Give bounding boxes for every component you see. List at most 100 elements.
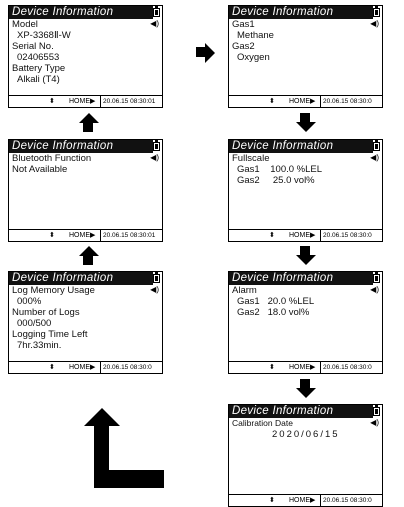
- battery-icon: [153, 140, 160, 151]
- updown-icon: ⬍: [49, 98, 55, 105]
- updown-icon: ⬍: [269, 364, 275, 371]
- screen-body: Model XP-3368Ⅱ-W Serial No. 02406553 Bat…: [12, 19, 148, 94]
- divider: [320, 230, 321, 241]
- value-gas2: Oxygen: [237, 52, 270, 63]
- battery-icon: [373, 405, 380, 416]
- screen-body: Log Memory Usage 000% Number of Logs 000…: [12, 285, 148, 360]
- divider: [100, 96, 101, 107]
- updown-icon: ⬍: [49, 364, 55, 371]
- speaker-icon: ◀): [370, 19, 379, 28]
- screen-title: Device Information: [229, 405, 373, 418]
- datetime: 20.06.15 08:30:01: [103, 232, 156, 239]
- updown-icon: ⬍: [49, 232, 55, 239]
- label-serial: Serial No.: [12, 41, 54, 52]
- label-gas1: Gas1: [232, 19, 255, 30]
- screen-body: Bluetooth Function Not Available: [12, 153, 148, 228]
- status-bar: ◀): [370, 140, 382, 241]
- screen-gas-types: Device Information ◀) Gas1 Methane Gas2 …: [228, 5, 383, 108]
- battery-icon: [373, 140, 380, 151]
- home-softkey[interactable]: HOME▶: [289, 98, 316, 105]
- battery-icon: [373, 272, 380, 283]
- screen-calibration-date: Device Information ◀) Calibration Date 2…: [228, 404, 383, 507]
- status-bar: ◀): [370, 272, 382, 373]
- divider: [320, 362, 321, 373]
- value-battery: Alkali (T4): [17, 74, 60, 85]
- screen-log-memory: Device Information ◀) Log Memory Usage 0…: [8, 271, 163, 374]
- label-battery: Battery Type: [12, 63, 66, 74]
- value-calibration-date: 2020/06/15: [272, 429, 340, 440]
- screen-footer: ⬍ HOME▶ 20.06.15 08:30:0: [229, 229, 382, 241]
- speaker-icon: ◀): [150, 19, 159, 28]
- home-softkey[interactable]: HOME▶: [289, 364, 316, 371]
- arrow-right-icon: [196, 43, 216, 63]
- status-bar: ◀): [150, 272, 162, 373]
- screen-model: Device Information ◀) Model XP-3368Ⅱ-W S…: [8, 5, 163, 108]
- status-bar: ◀): [370, 6, 382, 107]
- status-bar: ◀): [150, 6, 162, 107]
- screen-bluetooth: Device Information ◀) Bluetooth Function…: [8, 139, 163, 242]
- screen-title: Device Information: [9, 272, 153, 285]
- screen-alarm: Device Information ◀) Alarm Gas1 20.0 %L…: [228, 271, 383, 374]
- home-softkey[interactable]: HOME▶: [69, 364, 96, 371]
- speaker-icon: ◀): [150, 153, 159, 162]
- updown-icon: ⬍: [269, 232, 275, 239]
- value-serial: 02406553: [17, 52, 60, 63]
- datetime: 20.06.15 08:30:0: [323, 232, 372, 239]
- value-bluetooth: Not Available: [12, 164, 68, 175]
- screen-footer: ⬍ HOME▶ 20.06.15 08:30:01: [9, 229, 162, 241]
- datetime: 20.06.15 08:30:0: [323, 364, 372, 371]
- value-alarm-gas2: Gas2 18.0 vol%: [237, 307, 310, 318]
- status-bar: ◀): [150, 140, 162, 241]
- arrow-down-icon: [296, 246, 316, 266]
- value-log-memory: 000%: [17, 296, 42, 307]
- label-fullscale: Fullscale: [232, 153, 270, 164]
- status-bar: ◀): [370, 405, 382, 506]
- value-fullscale-gas2: Gas2 25.0 vol%: [237, 175, 315, 186]
- datetime: 20.06.15 08:30:0: [323, 497, 372, 504]
- screen-body: Gas1 Methane Gas2 Oxygen: [232, 19, 368, 94]
- label-number-of-logs: Number of Logs: [12, 307, 80, 318]
- label-model: Model: [12, 19, 38, 30]
- speaker-icon: ◀): [370, 418, 379, 427]
- screen-footer: ⬍ HOME▶ 20.06.15 08:30:0: [9, 361, 162, 373]
- label-bluetooth: Bluetooth Function: [12, 153, 92, 164]
- updown-icon: ⬍: [269, 98, 275, 105]
- divider: [100, 362, 101, 373]
- value-alarm-gas1: Gas1 20.0 %LEL: [237, 296, 315, 307]
- screen-title: Device Information: [229, 272, 373, 285]
- screen-title: Device Information: [9, 6, 153, 19]
- screen-title: Device Information: [229, 140, 373, 153]
- arrow-up-icon: [79, 246, 99, 266]
- label-log-memory: Log Memory Usage: [12, 285, 95, 296]
- speaker-icon: ◀): [150, 285, 159, 294]
- home-softkey[interactable]: HOME▶: [289, 497, 316, 504]
- label-alarm: Alarm: [232, 285, 257, 296]
- screen-footer: ⬍ HOME▶ 20.06.15 08:30:0: [229, 494, 382, 506]
- screen-title: Device Information: [9, 140, 153, 153]
- screen-footer: ⬍ HOME▶ 20.06.15 08:30:0: [229, 95, 382, 107]
- arrow-up-icon: [79, 113, 99, 133]
- divider: [100, 230, 101, 241]
- value-gas1: Methane: [237, 30, 274, 41]
- screen-fullscale: Device Information ◀) Fullscale Gas1 100…: [228, 139, 383, 242]
- home-softkey[interactable]: HOME▶: [69, 232, 96, 239]
- value-number-of-logs: 000/500: [17, 318, 52, 329]
- updown-icon: ⬍: [269, 497, 275, 504]
- value-logging-time: 7hr.33min.: [17, 340, 62, 351]
- screen-body: Calibration Date 2020/06/15: [232, 418, 368, 493]
- screen-title: Device Information: [229, 6, 373, 19]
- home-softkey[interactable]: HOME▶: [69, 98, 96, 105]
- label-gas2: Gas2: [232, 41, 255, 52]
- battery-icon: [373, 6, 380, 17]
- battery-icon: [153, 6, 160, 17]
- datetime: 20.06.15 08:30:0: [103, 364, 152, 371]
- divider: [320, 96, 321, 107]
- home-softkey[interactable]: HOME▶: [289, 232, 316, 239]
- value-fullscale-gas1: Gas1 100.0 %LEL: [237, 164, 323, 175]
- screen-body: Fullscale Gas1 100.0 %LEL Gas2 25.0 vol%: [232, 153, 368, 228]
- speaker-icon: ◀): [370, 285, 379, 294]
- screen-body: Alarm Gas1 20.0 %LEL Gas2 18.0 vol%: [232, 285, 368, 360]
- datetime: 20.06.15 08:30:01: [103, 98, 156, 105]
- return-arrow-icon: [84, 408, 164, 488]
- screen-footer: ⬍ HOME▶ 20.06.15 08:30:01: [9, 95, 162, 107]
